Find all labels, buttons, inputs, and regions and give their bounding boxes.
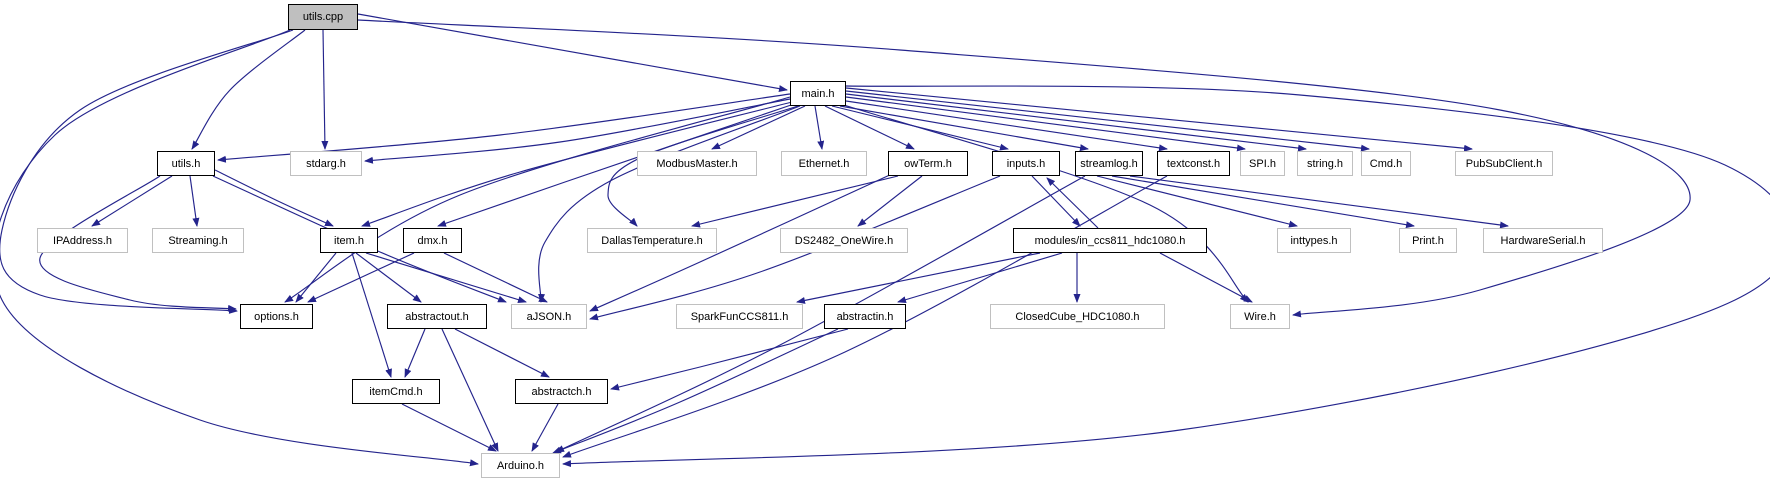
node-utils-h[interactable]: utils.h: [157, 151, 215, 176]
edge-main-h-to-spi-h: [845, 96, 1246, 152]
edge-utils-cpp-to-main-h: [357, 13, 788, 93]
node-streamlog-h[interactable]: streamlog.h: [1075, 151, 1143, 176]
edge-utils-cpp-to-stdarg-h: [321, 29, 329, 150]
edge-utils-cpp-to-utils-h: [191, 29, 306, 150]
node-owterm-h[interactable]: owTerm.h: [888, 151, 968, 176]
edge-owterm-h-to-ajson-h: [589, 173, 893, 312]
node-wire-h: Wire.h: [1230, 304, 1290, 329]
node-inttypes-h: inttypes.h: [1277, 228, 1351, 253]
node-pubsubclient-h: PubSubClient.h: [1455, 151, 1553, 176]
node-arduino-h: Arduino.h: [481, 453, 560, 478]
edge-group: [0, 13, 1770, 468]
node-modules-in-ccs811-hdc1080-h[interactable]: modules/in_ccs811_hdc1080.h: [1013, 228, 1207, 253]
node-ajson-h: aJSON.h: [511, 304, 587, 329]
edge-modules-in-ccs811-hdc1080-h-to-abstractin-h: [897, 252, 1063, 304]
node-spi-h: SPI.h: [1240, 151, 1285, 176]
node-print-h: Print.h: [1399, 228, 1457, 253]
edge-main-h-to-dmx-h: [437, 103, 795, 227]
edge-textconst-h-to-arduino-h: [562, 175, 1168, 458]
node-itemcmd-h[interactable]: itemCmd.h: [352, 379, 440, 404]
edge-streamlog-h-to-inttypes-h: [1096, 175, 1298, 228]
edge-main-h-to-options-h: [284, 96, 791, 303]
node-abstractout-h[interactable]: abstractout.h: [387, 304, 487, 329]
edge-abstractout-h-to-itemcmd-h: [404, 328, 426, 378]
edge-main-h-to-modbusmaster-h: [711, 105, 806, 150]
edge-abstractin-h-to-arduino-h: [552, 328, 839, 454]
edge-streamlog-h-to-arduino-h: [555, 175, 1086, 453]
edge-owterm-h-to-dallastemperature-h: [691, 175, 899, 228]
edge-main-h-to-string-h: [845, 93, 1307, 152]
node-item-h[interactable]: item.h: [320, 228, 378, 253]
edge-item-h-to-abstractout-h: [355, 252, 422, 303]
edge-item-h-to-ajson-h: [365, 252, 527, 304]
node-ds2482-onewire-h: DS2482_OneWire.h: [780, 228, 908, 253]
node-ethernet-h: Ethernet.h: [781, 151, 867, 176]
node-closedcube-hdc1080-h: ClosedCube_HDC1080.h: [990, 304, 1165, 329]
edge-main-h-to-item-h: [361, 101, 793, 227]
edge-utils-cpp-to-wire-h: [357, 19, 1691, 318]
edge-main-h-to-dallastemperature-h: [607, 105, 799, 227]
edge-main-h-to-cmd-h: [845, 90, 1370, 152]
node-sparkfunccs811-h: SparkFunCCS811.h: [676, 304, 803, 329]
edge-streamlog-h-to-hardwareserial-h: [1129, 175, 1509, 229]
edge-main-h-to-textconst-h: [845, 100, 1168, 152]
edge-main-h-to-ajson-h: [538, 105, 801, 303]
edge-abstractch-h-to-arduino-h: [531, 403, 559, 452]
edge-dmx-h-to-ajson-h: [443, 252, 548, 303]
node-string-h: string.h: [1297, 151, 1353, 176]
node-ipaddress-h: IPAddress.h: [37, 228, 128, 253]
edge-abstractin-h-to-abstractch-h: [610, 328, 849, 391]
edge-utils-h-to-item-h: [214, 169, 334, 227]
node-cmd-h: Cmd.h: [1361, 151, 1411, 176]
edge-main-h-to-pubsubclient-h: [845, 87, 1473, 152]
edge-main-h-to-stdarg-h: [364, 98, 791, 164]
edge-modules-in-ccs811-hdc1080-h-to-inputs-h: [1046, 177, 1099, 229]
node-stdarg-h: stdarg.h: [290, 151, 362, 176]
edge-utils-cpp-to-arduino-h: [0, 29, 479, 467]
edge-main-h-to-arduino-h: [562, 85, 1770, 468]
edge-utils-h-to-options-h: [39, 175, 237, 312]
edge-modules-in-ccs811-hdc1080-h-to-sparkfunccs811-h: [796, 252, 1041, 304]
edge-inputs-h-to-modules-in-ccs811-hdc1080-h: [1031, 175, 1081, 227]
edge-abstractout-h-to-arduino-h: [441, 328, 499, 452]
edge-main-h-to-utils-h: [217, 93, 791, 163]
edge-utils-h-to-ajson-h: [212, 175, 507, 303]
edge-modules-in-ccs811-hdc1080-h-to-wire-h: [1159, 252, 1253, 303]
node-abstractin-h[interactable]: abstractin.h: [824, 304, 906, 329]
node-abstractch-h[interactable]: abstractch.h: [515, 379, 608, 404]
node-inputs-h[interactable]: inputs.h: [992, 151, 1060, 176]
node-options-h[interactable]: options.h: [240, 304, 313, 329]
node-streaming-h: Streaming.h: [152, 228, 244, 253]
node-utils-cpp[interactable]: utils.cpp: [288, 4, 358, 30]
edge-utils-cpp-to-options-h: [0, 29, 294, 314]
edge-main-h-to-ethernet-h: [814, 105, 825, 150]
node-dallastemperature-h: DallasTemperature.h: [587, 228, 717, 253]
edge-main-h-to-streamlog-h: [839, 105, 1089, 152]
edge-owterm-h-to-ds2482-onewire-h: [857, 175, 923, 227]
edge-abstractout-h-to-abstractch-h: [454, 328, 550, 378]
edge-dmx-h-to-options-h: [307, 252, 415, 303]
node-modbusmaster-h: ModbusMaster.h: [637, 151, 757, 176]
edge-item-h-to-options-h: [295, 252, 337, 303]
edge-utils-h-to-ipaddress-h: [91, 175, 173, 227]
node-textconst-h[interactable]: textconst.h: [1157, 151, 1230, 176]
node-dmx-h[interactable]: dmx.h: [403, 228, 462, 253]
edge-main-h-to-owterm-h: [824, 105, 915, 150]
edge-itemcmd-h-to-arduino-h: [401, 403, 497, 452]
edge-utils-h-to-streaming-h: [189, 175, 200, 227]
edge-streamlog-h-to-print-h: [1111, 175, 1415, 229]
edge-item-h-to-itemcmd-h: [351, 252, 392, 378]
node-hardwareserial-h: HardwareSerial.h: [1483, 228, 1603, 253]
edge-inputs-h-to-ajson-h: [589, 175, 1001, 321]
node-main-h[interactable]: main.h: [790, 81, 846, 106]
